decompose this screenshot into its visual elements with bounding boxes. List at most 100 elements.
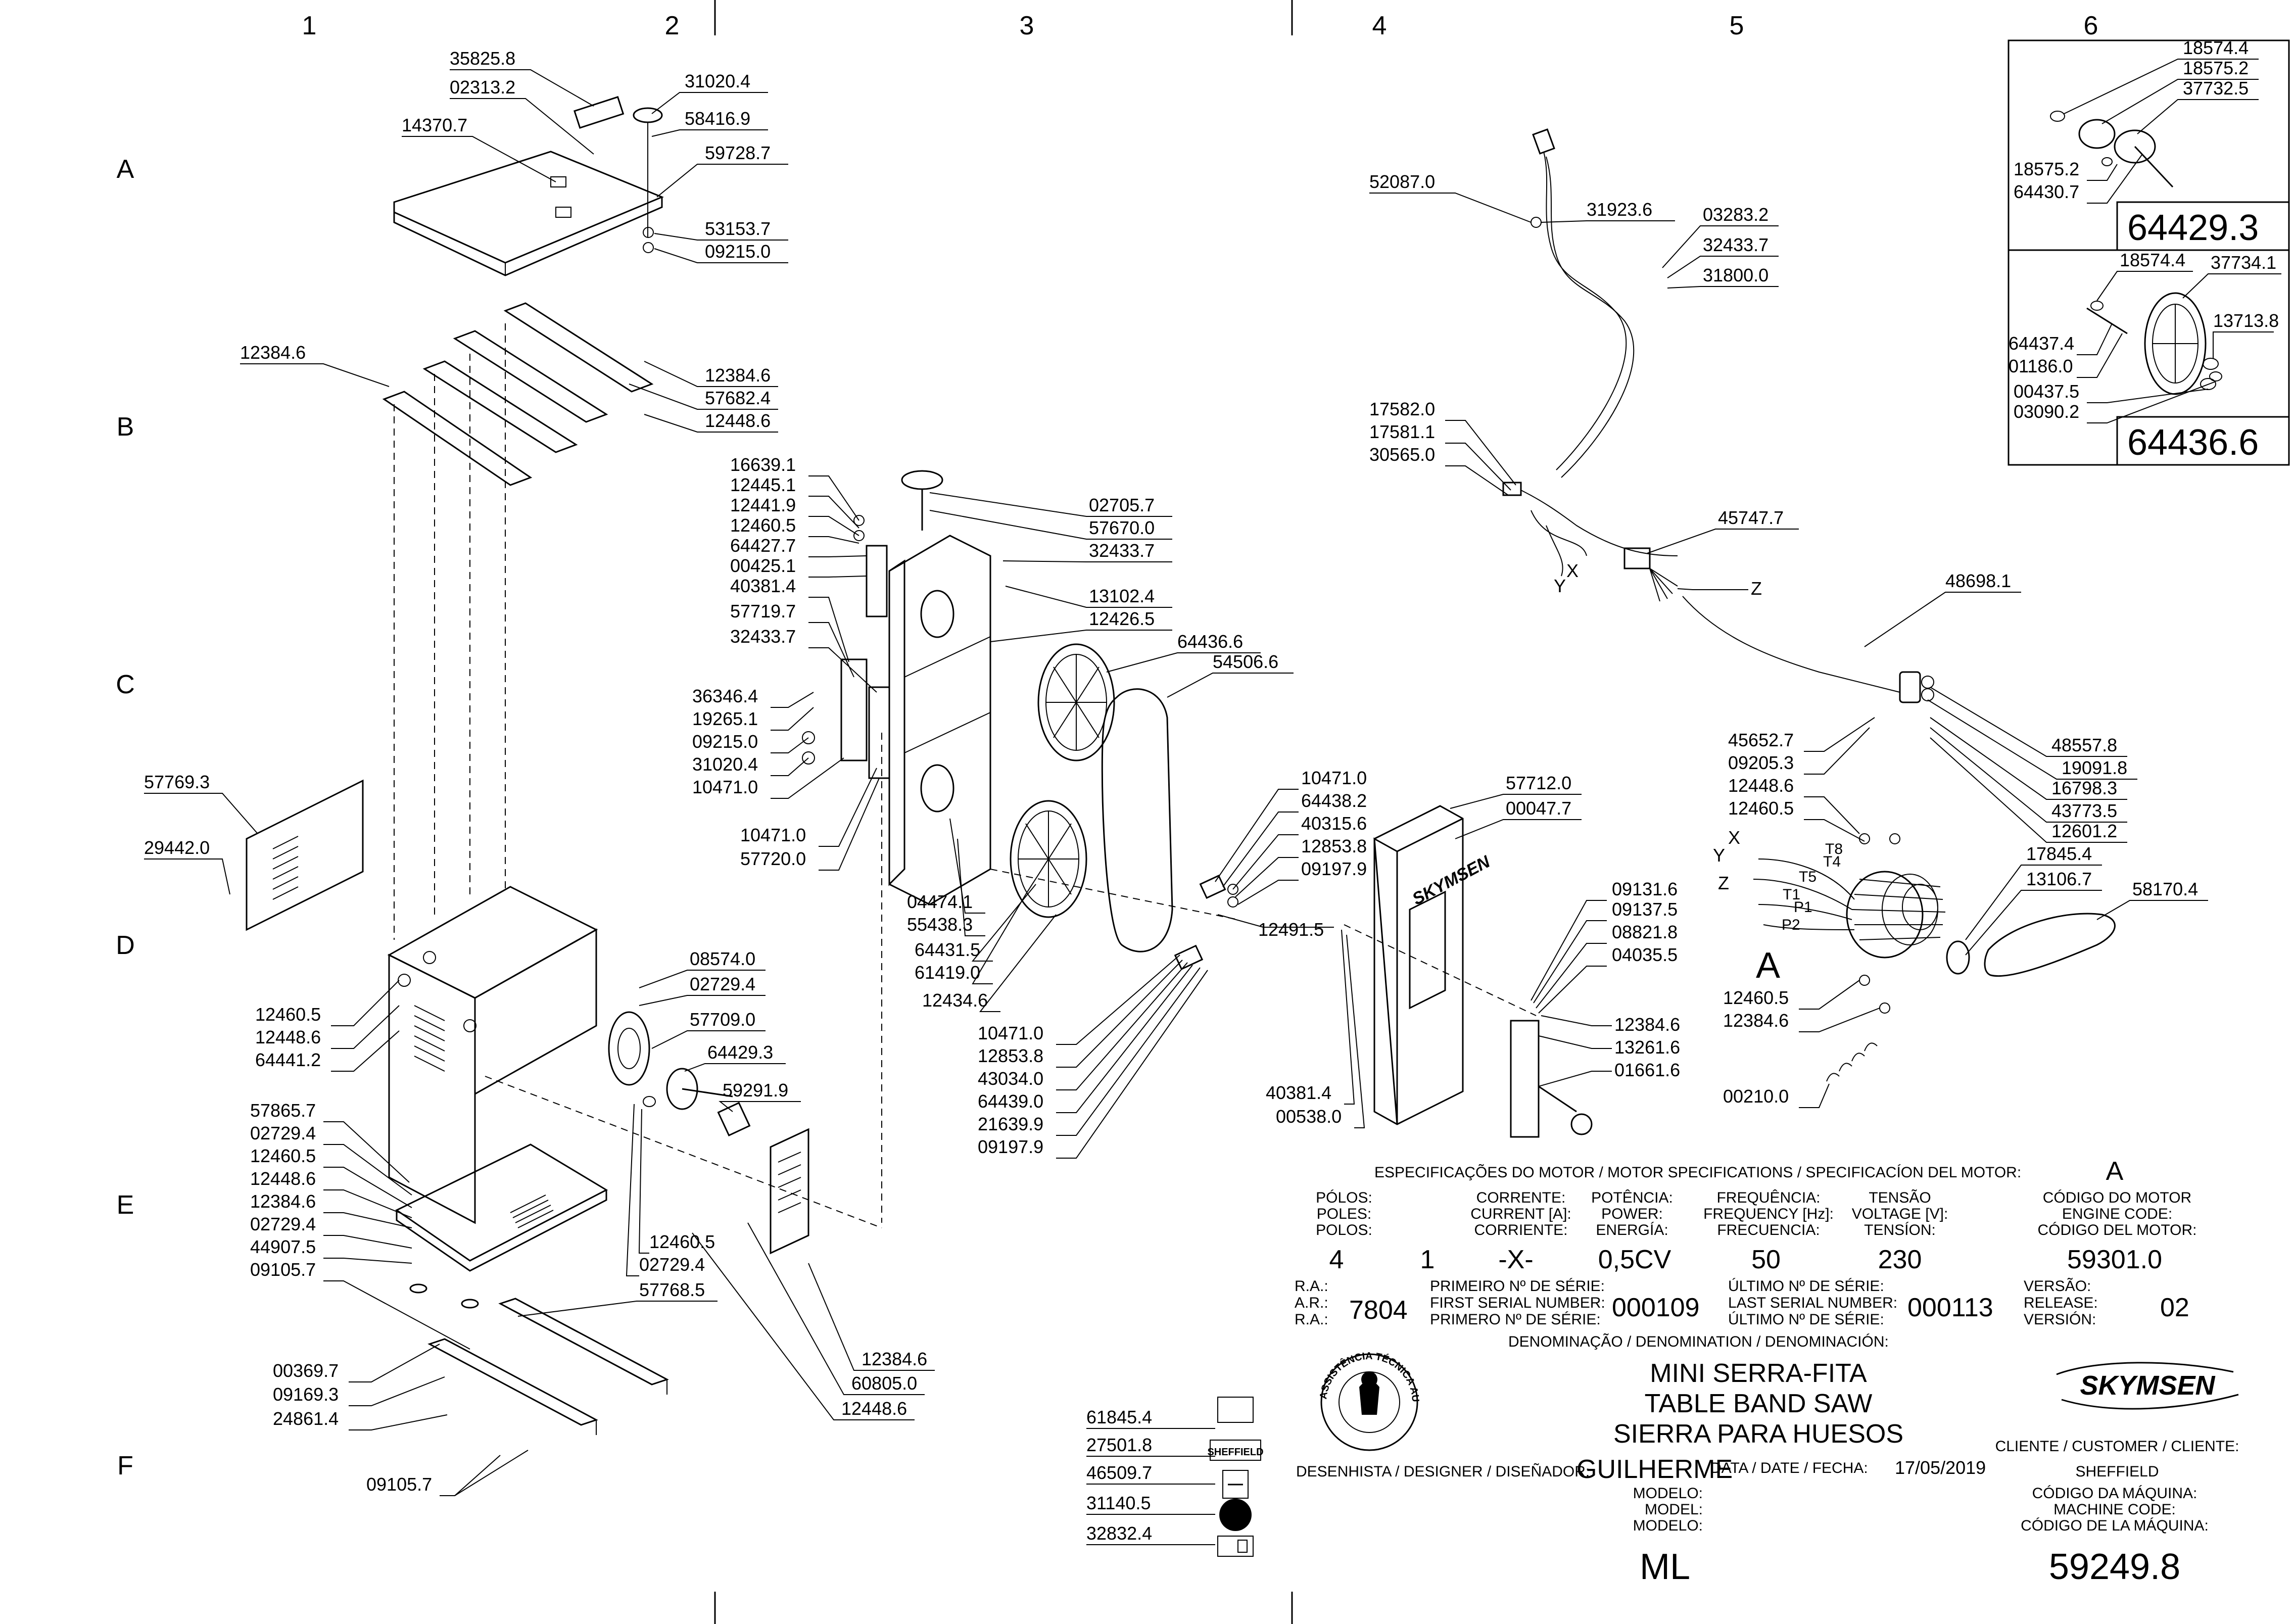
info-sticker-icon <box>1217 1536 1254 1557</box>
callout: 40381.4 <box>1266 1082 1331 1103</box>
guide-post <box>866 545 888 617</box>
denomination-pt: MINI SERRA-FITA <box>1650 1359 1867 1388</box>
callout: 12434.6 <box>922 990 988 1011</box>
first-serial-value: 000109 <box>1612 1293 1700 1322</box>
callout: 12460.5 <box>255 1004 321 1025</box>
upper-wheel <box>1037 643 1115 761</box>
callout: 64439.0 <box>978 1091 1043 1112</box>
frequency-label: FREQUÊNCIA: <box>1716 1189 1820 1206</box>
callout: 24861.4 <box>273 1408 339 1429</box>
wire-label-p1: P1 <box>1794 899 1812 916</box>
wire-label-p2: P2 <box>1782 917 1800 933</box>
svg-text:MODELO:: MODELO: <box>1633 1517 1703 1534</box>
grid-row-e: E <box>117 1190 134 1220</box>
svg-text:TENSÍON:: TENSÍON: <box>1864 1222 1936 1238</box>
grid-row-f: F <box>117 1451 133 1480</box>
first-serial-label: PRIMEIRO Nº DE SÉRIE: <box>1430 1278 1605 1295</box>
column-plate <box>1373 805 1464 1125</box>
callout: 61419.0 <box>915 962 980 983</box>
callout: 12384.6 <box>862 1349 927 1369</box>
motor-pulley <box>1946 940 1970 975</box>
model-value: ML <box>1640 1547 1690 1587</box>
callout: 12448.6 <box>705 410 771 431</box>
svg-text:CÓDIGO DEL MOTOR:: CÓDIGO DEL MOTOR: <box>2037 1222 2196 1238</box>
voltage-label: TENSÃO <box>1869 1189 1931 1206</box>
callout: 02729.4 <box>690 974 755 994</box>
motor-code-label: CÓDIGO DO MOTOR <box>2043 1189 2191 1206</box>
svg-text:POLOS:: POLOS: <box>1316 1222 1372 1238</box>
callout: 13261.6 <box>1614 1037 1680 1058</box>
callout: 09197.9 <box>978 1136 1043 1157</box>
callout: 17581.1 <box>1369 421 1435 442</box>
customer-value: SHEFFIELD <box>2075 1463 2159 1480</box>
callout: 12441.9 <box>730 495 796 515</box>
rail <box>382 391 533 486</box>
denomination-en: TABLE BAND SAW <box>1645 1389 1873 1418</box>
callout: 12491.5 <box>1258 919 1324 940</box>
table-top-assembly <box>393 96 664 276</box>
grid-row-c: C <box>116 670 135 699</box>
left-panel-callouts: 57769.3 29442.0 12460.5 12448.6 64441.2 <box>144 772 400 1072</box>
motor-assembly <box>1753 833 2116 1082</box>
svg-text:PRIMERO Nº DE SÉRIE:: PRIMERO Nº DE SÉRIE: <box>1430 1311 1601 1328</box>
drive-pulley <box>608 1011 650 1086</box>
callout: 59728.7 <box>705 142 771 163</box>
terminal-block <box>1623 547 1651 569</box>
callout: 00369.7 <box>273 1360 339 1381</box>
callout: 37734.1 <box>2211 252 2276 273</box>
callout: 03283.2 <box>1703 204 1769 225</box>
svg-text:FRECUENCIA:: FRECUENCIA: <box>1717 1222 1820 1238</box>
callout: 19091.8 <box>2062 757 2127 778</box>
grid-frame: 1 2 3 4 5 6 A B C D E F <box>116 0 2098 1624</box>
callout: 57865.7 <box>250 1100 316 1121</box>
callout: 52087.0 <box>1369 171 1435 192</box>
callout: 16639.1 <box>730 454 796 475</box>
callout: 09205.3 <box>1728 752 1794 773</box>
motor-code-letter: A <box>2106 1157 2124 1186</box>
callout: 31140.5 <box>1086 1493 1151 1513</box>
callout: 10471.0 <box>978 1023 1043 1043</box>
callout: 64430.7 <box>2014 181 2079 202</box>
base-rail <box>498 1298 669 1386</box>
callout: Z <box>1751 578 1762 599</box>
callout: 02313.2 <box>450 77 515 98</box>
callout: 48557.8 <box>2051 735 2117 755</box>
rubber-foot <box>409 1283 427 1294</box>
svg-text:FIRST SERIAL NUMBER:: FIRST SERIAL NUMBER: <box>1430 1295 1605 1311</box>
callout: 48698.1 <box>1945 570 2011 591</box>
svg-text:VOLTAGE [V]:: VOLTAGE [V]: <box>1852 1206 1948 1222</box>
callout: 18574.4 <box>2120 250 2185 270</box>
callout: 00538.0 <box>1276 1106 1342 1127</box>
skymsen-logo: SKYMSEN <box>2056 1362 2239 1410</box>
denomination-es: SIERRA PARA HUESOS <box>1613 1419 1903 1449</box>
svg-text:CORRIENTE:: CORRIENTE: <box>1474 1222 1567 1238</box>
customer-label: CLIENTE / CUSTOMER / CLIENTE: <box>1995 1438 2239 1455</box>
grid-column-3: 3 <box>1020 11 1034 40</box>
drive-pulley-assembly <box>485 733 882 1255</box>
callout: 46509.7 <box>1086 1462 1152 1483</box>
callout: 54506.6 <box>1213 651 1278 672</box>
callout: 18575.2 <box>2183 58 2249 78</box>
tension-knob <box>901 470 943 490</box>
cabinet-body <box>387 886 598 1224</box>
callout: 36346.4 <box>692 686 758 706</box>
svg-text:CÓDIGO DE LA MÁQUINA:: CÓDIGO DE LA MÁQUINA: <box>2021 1517 2209 1534</box>
grid-row-d: D <box>116 931 135 960</box>
svg-text:ENERGÍA:: ENERGÍA: <box>1596 1222 1668 1238</box>
callout: 17845.4 <box>2026 843 2092 864</box>
callout: 19265.1 <box>692 708 758 729</box>
callout: 12445.1 <box>730 474 796 495</box>
callout: 12460.5 <box>250 1145 316 1166</box>
callout: 12384.6 <box>250 1191 316 1212</box>
svg-text:MODEL:: MODEL: <box>1645 1501 1703 1518</box>
callout: 58416.9 <box>685 108 750 129</box>
last-serial-label: ÚLTIMO Nº DE SÉRIE: <box>1728 1278 1884 1295</box>
callout: 43773.5 <box>2051 800 2117 821</box>
poles-label: PÓLOS: <box>1316 1189 1372 1206</box>
handle-post <box>1510 1020 1540 1138</box>
wiring-harness <box>1502 128 1934 703</box>
svg-text:VERSIÓN:: VERSIÓN: <box>2024 1311 2096 1328</box>
wire-label-y: Y <box>1713 845 1725 866</box>
callout: 10471.0 <box>1301 768 1367 788</box>
version-value: 02 <box>2160 1293 2189 1322</box>
